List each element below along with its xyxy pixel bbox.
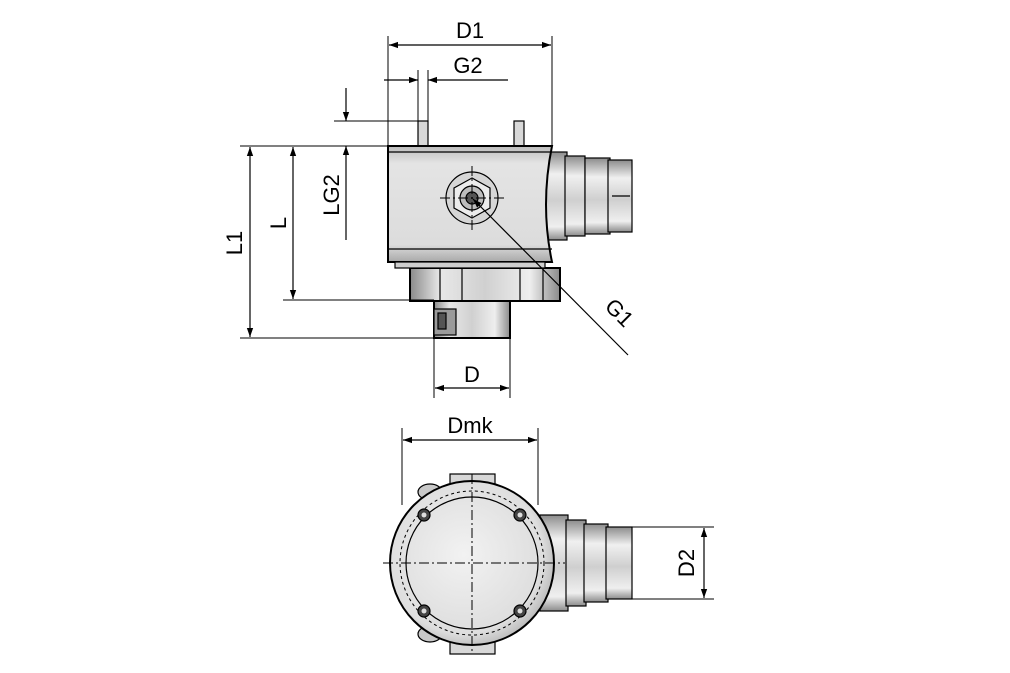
g1-label: G1	[600, 293, 638, 331]
d1-label: D1	[456, 18, 484, 43]
plan-view	[383, 473, 633, 655]
lg2-label: LG2	[319, 174, 344, 216]
side-coupling	[544, 151, 633, 241]
side-view	[387, 120, 633, 339]
pin-right	[513, 120, 525, 147]
g2-label: G2	[453, 53, 482, 78]
d-label: D	[464, 362, 480, 387]
screw-holes	[417, 508, 527, 618]
dmk-label: Dmk	[447, 413, 493, 438]
l1-label: L1	[222, 231, 247, 255]
pin-left	[417, 120, 429, 147]
d2-label: D2	[674, 549, 699, 577]
g1-leader	[472, 198, 629, 356]
l-label: L	[266, 217, 291, 229]
nut-ring	[409, 267, 561, 302]
